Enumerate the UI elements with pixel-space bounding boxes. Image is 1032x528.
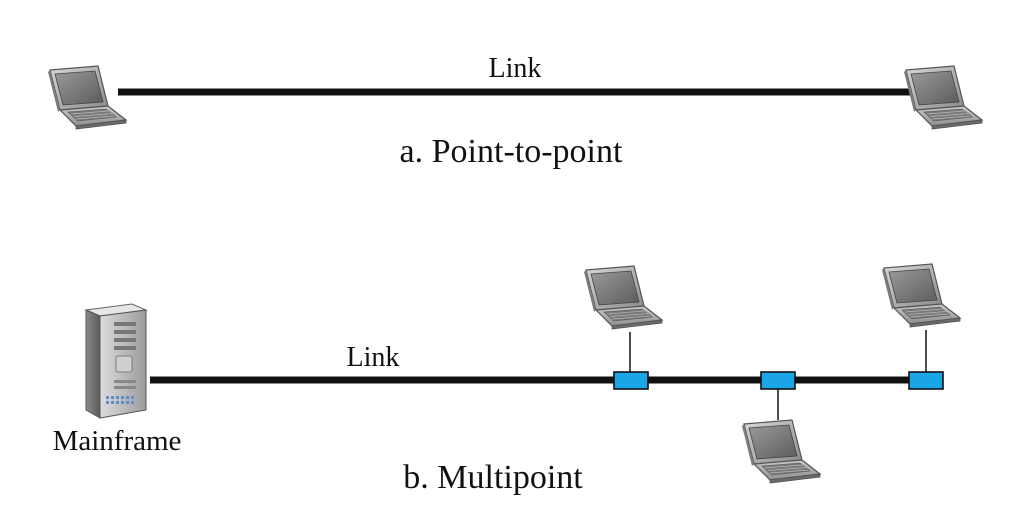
- multipoint-caption: b. Multipoint: [403, 459, 583, 496]
- multipoint-link-label: Link: [347, 342, 400, 373]
- laptop-icon: [741, 419, 821, 484]
- multipoint-section: Link Mainframe b. Multipoint: [53, 263, 961, 496]
- point-to-point-link-label: Link: [489, 53, 542, 84]
- laptop-icon: [881, 263, 961, 328]
- laptop-icon: [583, 265, 663, 330]
- mainframe-server-icon: [85, 303, 147, 419]
- tap-connector-icon: [760, 371, 796, 390]
- point-to-point-section: Link a. Point-to-point: [47, 53, 983, 170]
- tap-connector-icon: [908, 371, 944, 390]
- laptop-icon: [903, 65, 983, 130]
- tap-connector-icon: [613, 371, 649, 390]
- point-to-point-caption: a. Point-to-point: [400, 133, 623, 170]
- mainframe-label: Mainframe: [53, 425, 182, 457]
- laptop-icon: [47, 65, 127, 130]
